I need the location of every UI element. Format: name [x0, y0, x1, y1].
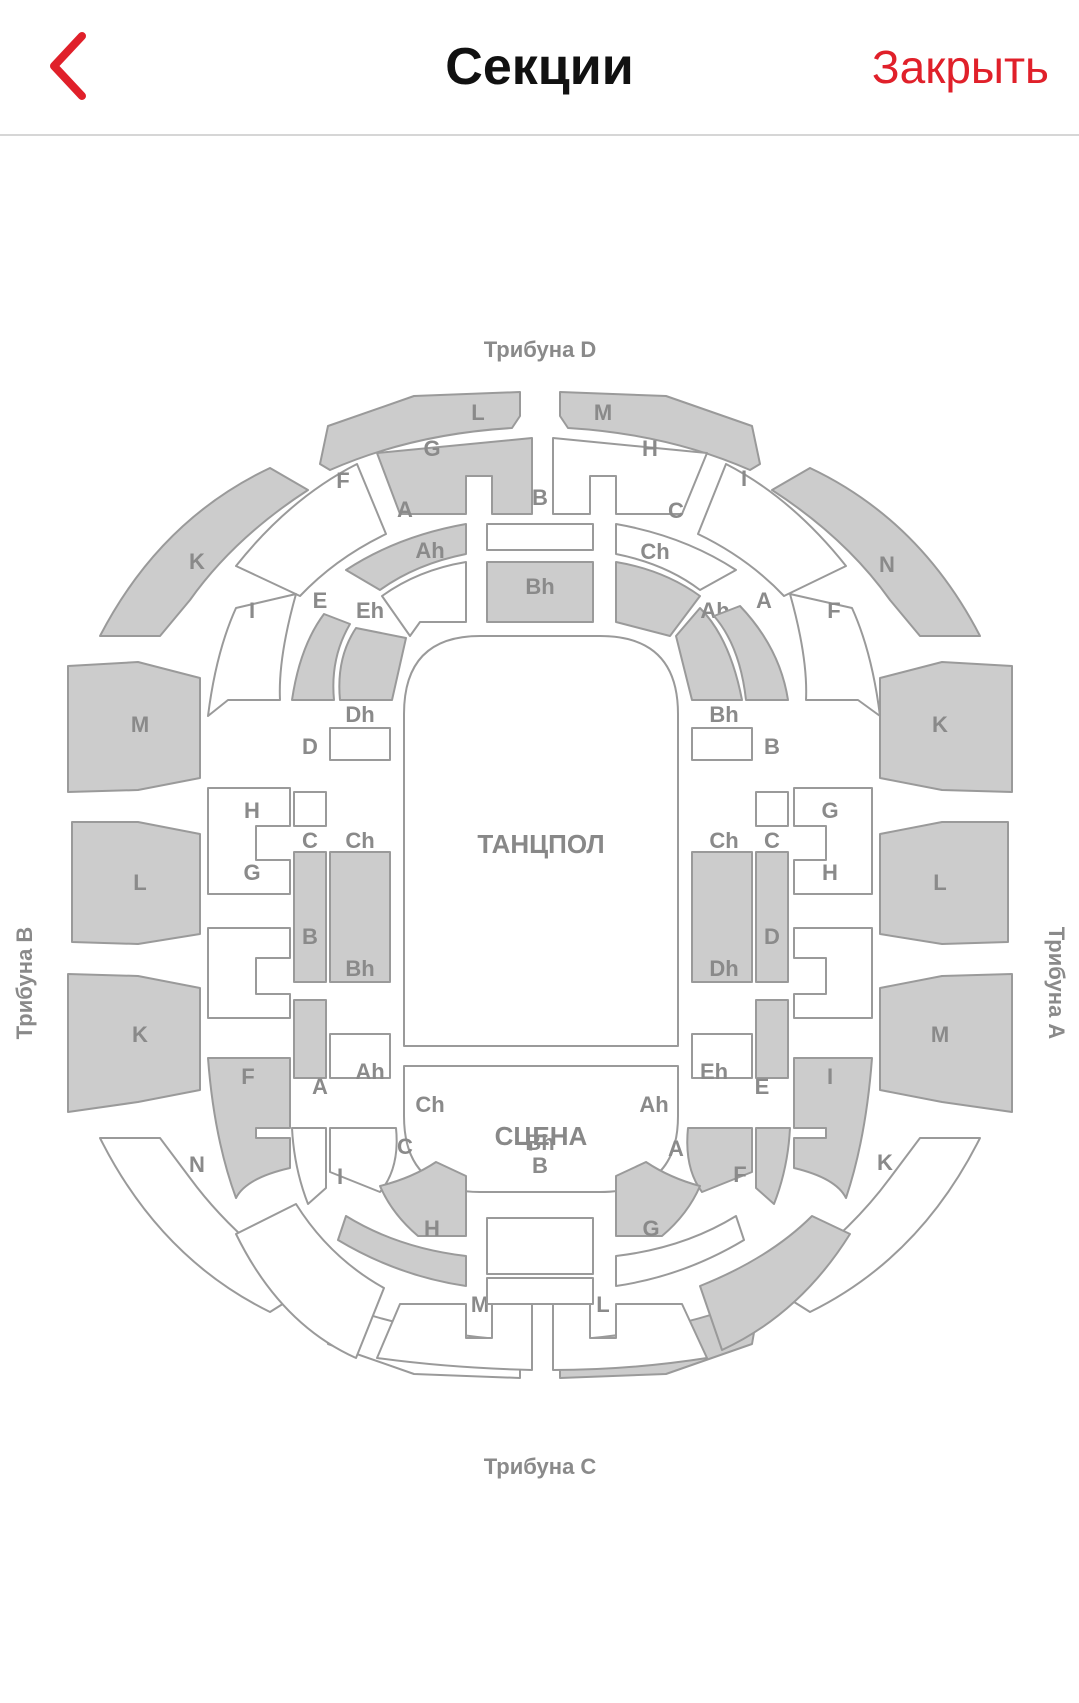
section-outer-right-L[interactable]: [879, 821, 1009, 945]
section-right-F[interactable]: [789, 593, 881, 717]
section-left-Bh[interactable]: [329, 1033, 391, 1079]
stand-label-top: Трибуна D: [484, 337, 597, 362]
section-bottom-H[interactable]: [376, 1303, 533, 1371]
section-label-left-Ch: Ch: [345, 828, 374, 853]
close-button[interactable]: Закрыть: [871, 41, 1049, 93]
dance-floor[interactable]: [403, 635, 679, 1047]
section-top-G[interactable]: [376, 437, 533, 515]
section-right-Bh[interactable]: [691, 727, 753, 761]
arena-seating-chart: Трибуна D Трибуна C Трибуна B Трибуна A …: [12, 337, 1069, 1479]
section-left-I[interactable]: [207, 593, 297, 717]
section-right-I[interactable]: [793, 1057, 873, 1199]
section-left-H[interactable]: [207, 787, 291, 895]
section-label-left-Dh: Dh: [345, 702, 374, 727]
section-label-top-B: B: [532, 485, 548, 510]
section-label-outer-br-K: K: [877, 1150, 893, 1175]
section-bottom-G[interactable]: [552, 1303, 708, 1371]
stand-label-left: Трибуна B: [12, 927, 37, 1040]
stand-label-right: Трибуна A: [1044, 927, 1069, 1040]
section-top-Ch[interactable]: [615, 561, 701, 637]
section-bottom-I[interactable]: [235, 1203, 385, 1359]
section-outer-right-K[interactable]: [879, 661, 1013, 793]
section-outer-left-M[interactable]: [67, 661, 201, 793]
section-left-Ch[interactable]: [329, 851, 391, 983]
section-outer-top-L[interactable]: [319, 391, 521, 471]
section-left-Ah[interactable]: [329, 1127, 398, 1193]
section-top-I[interactable]: [697, 463, 847, 597]
section-label-left-Eh: Eh: [356, 598, 384, 623]
section-left-E[interactable]: [291, 613, 351, 701]
section-right-C[interactable]: [755, 851, 789, 983]
section-label-right-C: C: [764, 828, 780, 853]
stage-label: СЦЕНА: [495, 1121, 588, 1151]
section-outer-tr-N[interactable]: [771, 467, 981, 637]
section-outer-left-K[interactable]: [67, 973, 201, 1113]
seating-map: Трибуна D Трибуна C Трибуна B Трибуна A …: [0, 138, 1079, 1703]
page-title: Секции: [445, 38, 634, 96]
section-left-G[interactable]: [207, 927, 291, 1019]
section-top-H[interactable]: [552, 437, 708, 515]
section-label-outer-bl-N: N: [189, 1152, 205, 1177]
section-outer-tl-K[interactable]: [99, 467, 309, 637]
section-label-right-Bh: Bh: [709, 702, 738, 727]
section-label-right-A: A: [756, 588, 772, 613]
section-top-B[interactable]: [486, 523, 594, 551]
section-label-left-C: C: [302, 828, 318, 853]
section-label-outer-bottom-L: L: [596, 1292, 609, 1317]
dance-floor-label: ТАНЦПОЛ: [477, 829, 604, 859]
section-left-Dh[interactable]: [329, 727, 391, 761]
section-right-Eh[interactable]: [686, 1127, 753, 1193]
section-right-H[interactable]: [793, 927, 873, 1019]
section-bottom-A[interactable]: [615, 1215, 745, 1287]
section-left-Eh[interactable]: [338, 627, 407, 701]
section-outer-top-M[interactable]: [559, 391, 761, 471]
section-bottom-C[interactable]: [337, 1215, 467, 1287]
section-label-left-D: D: [302, 734, 318, 759]
back-button[interactable]: [40, 30, 100, 102]
section-right-Dh[interactable]: [691, 1033, 753, 1079]
stand-label-bottom: Трибуна C: [484, 1454, 597, 1479]
section-right-Ah[interactable]: [675, 607, 743, 701]
section-left-B[interactable]: [293, 999, 327, 1079]
section-top-Bh[interactable]: [486, 561, 594, 623]
section-right-E[interactable]: [755, 1127, 791, 1205]
section-outer-left-L[interactable]: [71, 821, 201, 945]
section-outer-right-M[interactable]: [879, 973, 1013, 1113]
section-right-G[interactable]: [793, 787, 873, 895]
section-top-F[interactable]: [235, 463, 387, 597]
chevron-left-icon: [50, 32, 86, 100]
section-right-D[interactable]: [755, 999, 789, 1079]
section-left-A[interactable]: [291, 1127, 327, 1205]
top-navigation-bar: Секции Закрыть: [0, 0, 1079, 136]
section-right-B[interactable]: [755, 791, 789, 827]
stage[interactable]: [403, 1065, 679, 1193]
section-bottom-Ch[interactable]: [379, 1161, 467, 1237]
section-bottom-F[interactable]: [699, 1215, 851, 1351]
section-right-A[interactable]: [713, 605, 789, 701]
section-bottom-Bh[interactable]: [486, 1217, 594, 1275]
section-bottom-B[interactable]: [486, 1277, 594, 1305]
section-left-D[interactable]: [293, 791, 327, 827]
section-left-F[interactable]: [207, 1057, 291, 1199]
section-label-left-E: E: [313, 588, 328, 613]
section-top-A[interactable]: [345, 523, 467, 591]
section-left-C[interactable]: [293, 851, 327, 983]
section-right-Ch[interactable]: [691, 851, 753, 983]
section-top-C[interactable]: [615, 523, 737, 591]
section-label-right-B: B: [764, 734, 780, 759]
section-label-right-Ch: Ch: [709, 828, 738, 853]
section-top-Ah[interactable]: [381, 561, 467, 637]
section-bottom-Ah[interactable]: [615, 1161, 701, 1237]
